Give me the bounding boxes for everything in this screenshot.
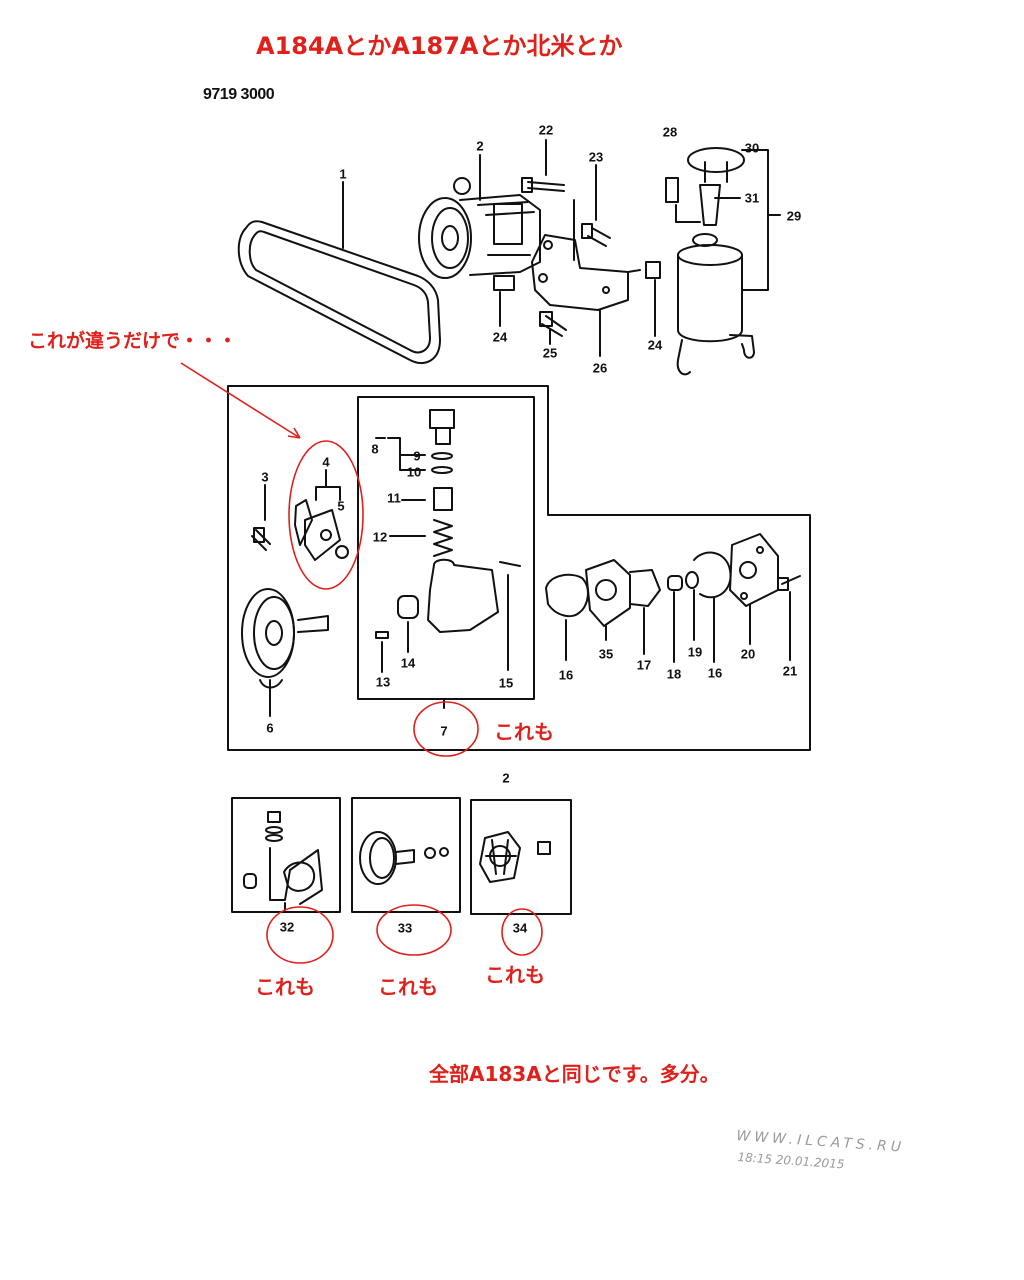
highlight-circle-33 — [376, 904, 452, 956]
pulley — [241, 588, 329, 689]
part-label-22: 22 — [538, 122, 554, 138]
part-label-29: 29 — [786, 208, 802, 224]
part-label-25: 25 — [542, 345, 558, 361]
part-label-19: 19 — [687, 644, 703, 660]
part-label-23: 23 — [588, 149, 604, 165]
part-label-16a: 16 — [558, 667, 574, 683]
part-label-5: 5 — [337, 498, 345, 514]
part-label-12: 12 — [372, 529, 388, 545]
highlight-circle-34 — [501, 908, 543, 956]
annotation-arrow-line — [180, 362, 301, 439]
part-label-2-bottom: 2 — [502, 770, 510, 786]
diagram-code: 9719 3000 — [203, 86, 275, 103]
part-label-2-top: 2 — [476, 138, 484, 154]
annotation-also-32: これも — [255, 975, 315, 999]
part-label-10: 10 — [406, 464, 422, 480]
part-label-6: 6 — [266, 720, 274, 736]
kit-34-frame — [470, 799, 572, 915]
part-label-18: 18 — [666, 666, 682, 682]
part-label-17: 17 — [636, 657, 652, 673]
part-label-8: 8 — [371, 441, 379, 457]
pump-bracket — [531, 234, 629, 311]
part-label-24a: 24 — [492, 329, 508, 345]
part-label-9: 9 — [413, 448, 421, 464]
annotation-also-7: これも — [494, 720, 554, 744]
annotation-title: A184AとかA187Aとか北米とか — [256, 32, 623, 60]
part-label-14: 14 — [400, 655, 416, 671]
annotation-also-33: これも — [378, 975, 438, 999]
part-label-32: 32 — [279, 919, 295, 935]
kit-33-frame — [351, 797, 461, 913]
part-label-4: 4 — [322, 454, 330, 470]
part-label-20: 20 — [740, 646, 756, 662]
annotation-also-34: これも — [485, 963, 545, 987]
part-label-33: 33 — [397, 920, 413, 936]
pump-assembly-top — [418, 177, 541, 279]
part-label-35: 35 — [598, 646, 614, 662]
pump-body-frame — [357, 396, 535, 700]
part-label-16b: 16 — [707, 665, 723, 681]
part-label-13: 13 — [375, 674, 391, 690]
part-label-15: 15 — [498, 675, 514, 691]
highlight-circle-7 — [413, 701, 479, 757]
part-label-3: 3 — [261, 469, 269, 485]
part-label-21: 21 — [782, 663, 798, 679]
kit-32-frame — [231, 797, 341, 913]
annotation-marks — [180, 362, 543, 964]
drive-belt — [237, 220, 441, 365]
part-label-30: 30 — [744, 140, 760, 156]
part-label-34: 34 — [512, 920, 528, 936]
part-label-1: 1 — [339, 166, 347, 182]
reservoir-tank — [665, 147, 755, 376]
annotation-conclusion: 全部A183Aと同じです。多分。 — [429, 1062, 720, 1086]
annotation-differs-note: これが違うだけで・・・ — [28, 330, 238, 352]
part-label-26: 26 — [592, 360, 608, 376]
pump-exploded-frame — [227, 385, 811, 751]
part-label-24b: 24 — [647, 337, 663, 353]
highlight-circle-4 — [288, 440, 364, 590]
part-label-7: 7 — [440, 723, 448, 739]
part-label-31: 31 — [744, 190, 760, 206]
part-label-11: 11 — [387, 490, 401, 506]
highlight-circle-32 — [266, 906, 334, 964]
part-label-28: 28 — [662, 124, 678, 140]
